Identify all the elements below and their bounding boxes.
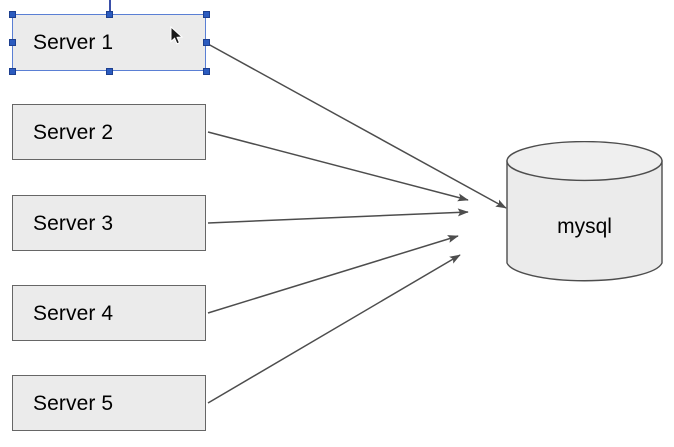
- node-server-1[interactable]: Server 1: [12, 14, 206, 71]
- node-mysql-database[interactable]: mysql: [506, 140, 663, 283]
- edge-server-1-mysql[interactable]: [207, 43, 507, 209]
- edge-server-3-mysql[interactable]: [207, 208, 469, 224]
- node-label-server-5: Server 5: [33, 391, 114, 415]
- handle-middle-right[interactable]: [203, 39, 210, 46]
- node-label-server-3: Server 3: [33, 211, 114, 235]
- edge-server-4-mysql[interactable]: [207, 235, 459, 314]
- node-server-2[interactable]: Server 2: [12, 104, 206, 160]
- handle-bottom-right[interactable]: [203, 68, 210, 75]
- alignment-guide-vertical: [109, 0, 111, 15]
- node-label-server-2: Server 2: [33, 120, 114, 144]
- handle-top-center[interactable]: [106, 11, 113, 18]
- node-label-server-4: Server 4: [33, 301, 114, 325]
- handle-top-left[interactable]: [9, 11, 16, 18]
- edge-server-5-mysql[interactable]: [207, 254, 461, 404]
- node-label-server-1: Server 1: [33, 31, 114, 54]
- handle-bottom-center[interactable]: [106, 68, 113, 75]
- edge-server-2-mysql[interactable]: [207, 131, 469, 202]
- handle-middle-left[interactable]: [9, 39, 16, 46]
- node-server-3[interactable]: Server 3: [12, 195, 206, 251]
- handle-top-right[interactable]: [203, 11, 210, 18]
- node-server-5[interactable]: Server 5: [12, 375, 206, 431]
- node-server-4[interactable]: Server 4: [12, 285, 206, 341]
- cylinder-shape: [506, 140, 663, 282]
- node-label-mysql: mysql: [557, 215, 612, 238]
- handle-bottom-left[interactable]: [9, 68, 16, 75]
